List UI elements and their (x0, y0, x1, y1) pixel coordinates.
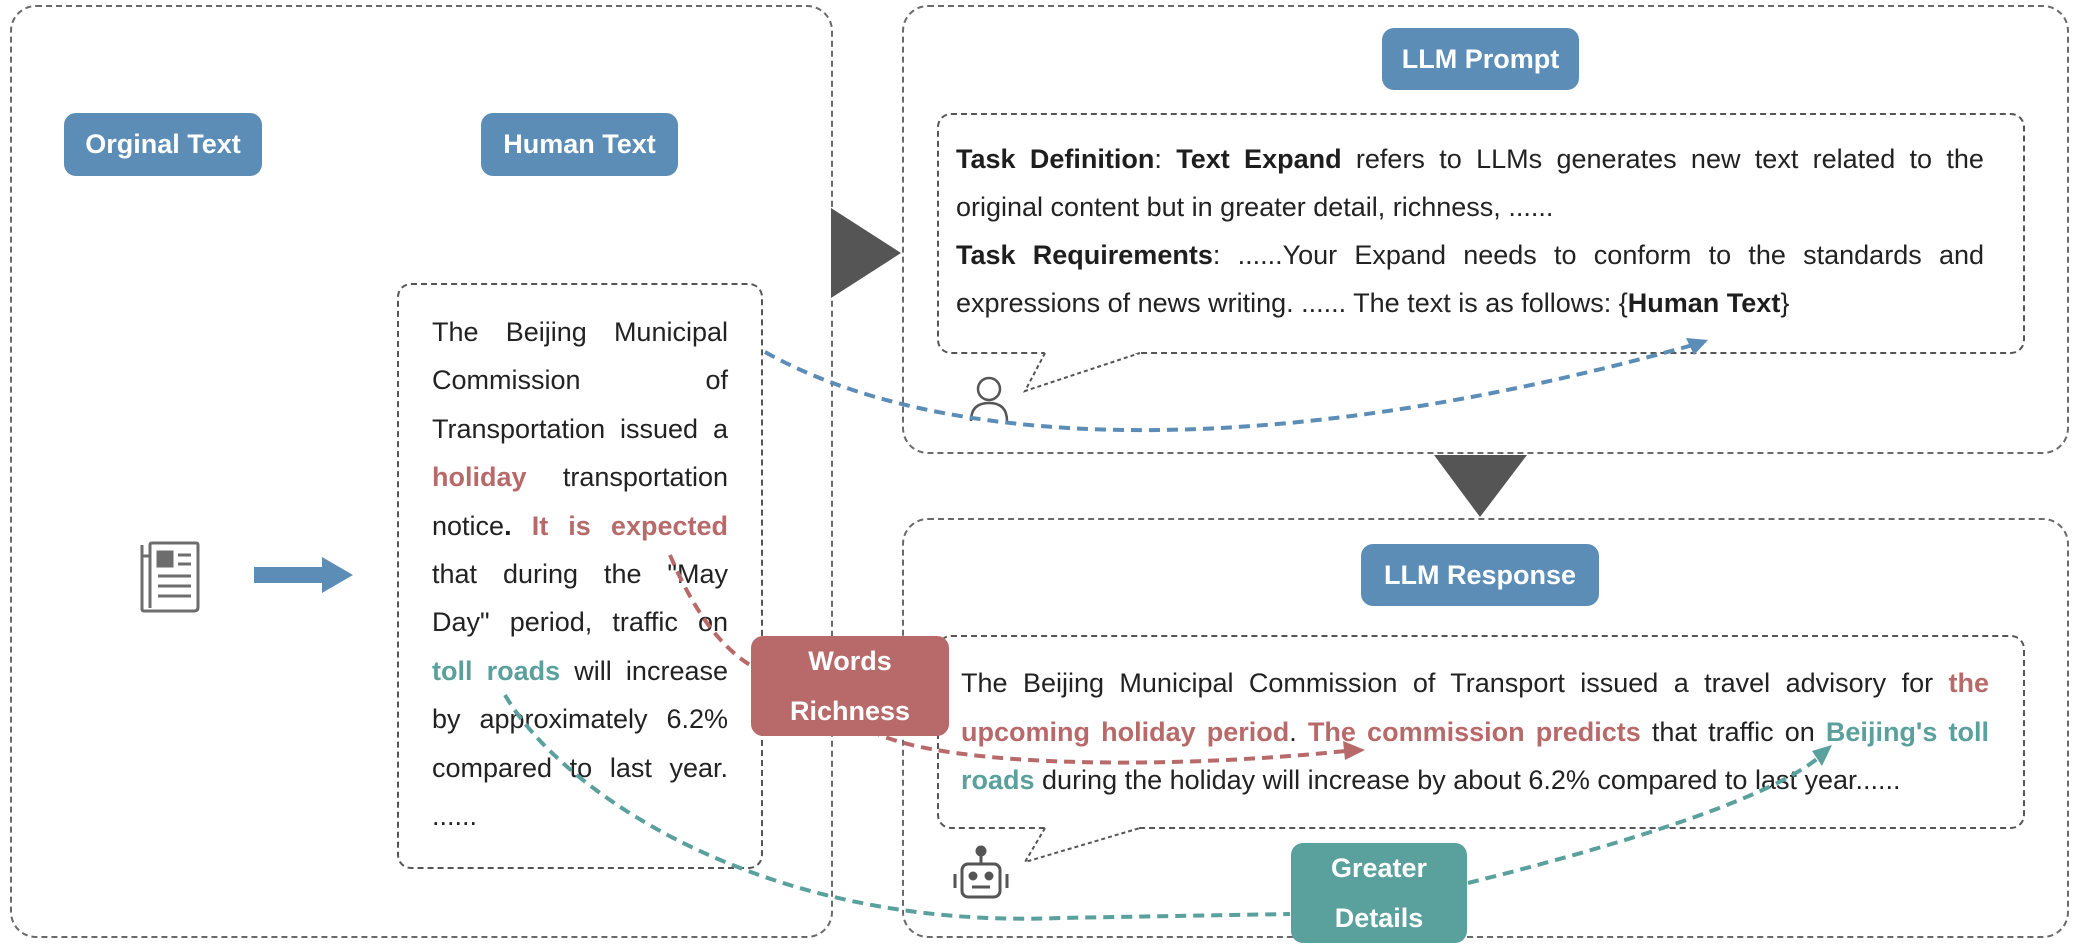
response-highlight-holiday: the upcoming holiday period (961, 668, 1989, 747)
highlight-holiday: holiday (432, 462, 527, 493)
greater-details-tag: Greater Details (1291, 843, 1467, 943)
response-box (937, 635, 2025, 829)
task-name: Text Expand (1176, 144, 1342, 174)
task-definition-label: Task Definition (956, 144, 1155, 174)
user-icon (969, 376, 1009, 422)
human-text-box (397, 283, 763, 869)
llm-response-label: LLM Response (1361, 544, 1599, 606)
blue-connector-head (1686, 338, 1708, 355)
response-highlight-predicts: The commission predicts (1307, 716, 1641, 747)
right-triangle-arrow (831, 208, 901, 298)
prompt-panel (902, 5, 2069, 454)
red-connector-upper (668, 554, 752, 667)
human-text-label: Human Text (481, 113, 678, 176)
words-richness-tag: Words Richness (751, 636, 949, 736)
red-connector-head (1343, 741, 1365, 760)
blue-connector (764, 341, 1701, 433)
teal-connector-left (503, 693, 1291, 921)
response-highlight-toll-roads: Beijing's toll roads (961, 716, 1989, 796)
task-requirements-label: Task Requirements (956, 240, 1213, 270)
teal-connector-head (1812, 745, 1832, 766)
newspaper-icon (140, 541, 200, 613)
robot-icon (953, 845, 1009, 899)
highlight-toll-roads: toll roads (432, 655, 561, 686)
words-richness-line2: Richness (789, 696, 911, 726)
prompt-body: Task Definition: Text Expand refers to L… (956, 144, 1985, 318)
words-richness-line1: Words (808, 646, 892, 676)
teal-connector-right (1467, 750, 1827, 885)
greater-details-line1: Greater (1330, 853, 1428, 883)
prompt-bubble-tail (1022, 352, 1141, 393)
right-arrow-icon (254, 557, 353, 593)
prompt-bubble-tail-fill (1025, 352, 1140, 392)
red-connector-lower (868, 728, 1356, 765)
highlight-expected: It is expected (531, 510, 728, 541)
greater-details-line2: Details (1334, 903, 1424, 933)
human-text-ref: Human Text (1627, 288, 1781, 318)
left-panel (10, 5, 833, 938)
llm-prompt-label: LLM Prompt (1382, 28, 1579, 90)
response-bubble-tail (1022, 827, 1141, 864)
prompt-box (937, 113, 2025, 354)
response-body: The Beijing Municipal Commission of Tran… (961, 668, 1989, 796)
human-text-body: The Beijing Municipal Commission of Tran… (432, 317, 728, 832)
down-triangle-arrow (1434, 455, 1527, 517)
original-text-label: Orginal Text (64, 113, 262, 176)
